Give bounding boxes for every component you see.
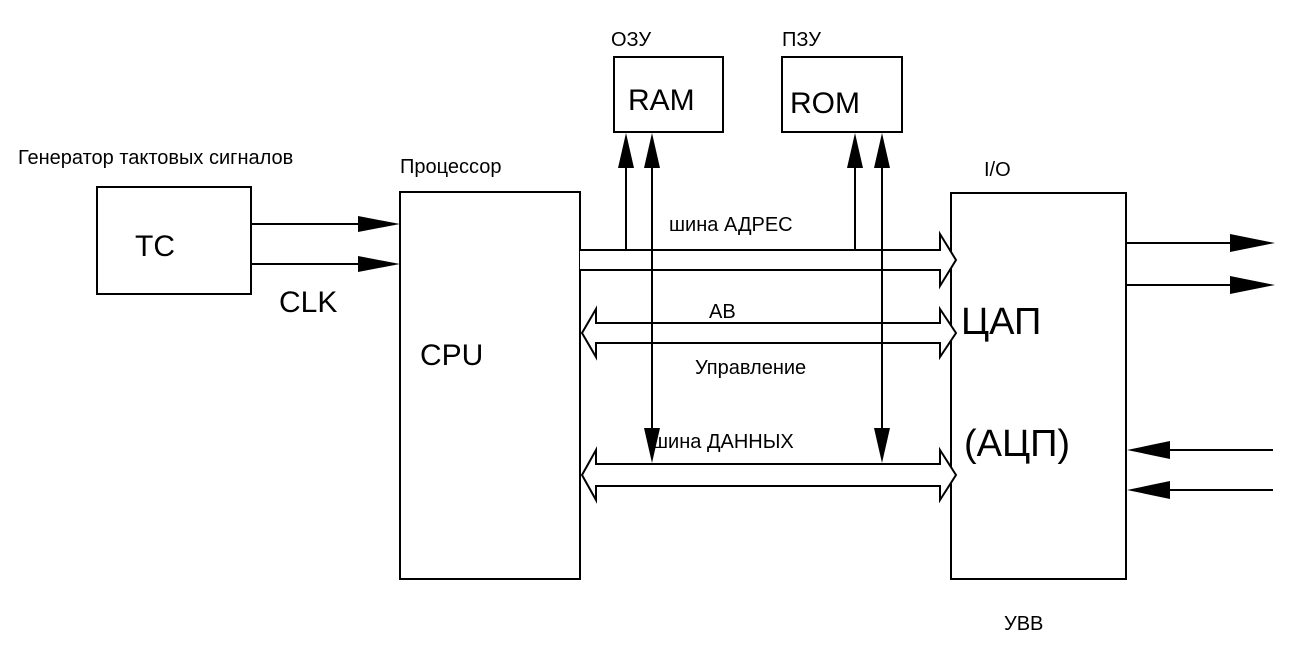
rom-data-line [874,133,890,463]
rom-label: ROM [790,87,860,120]
clock-line-upper [251,216,400,232]
io-input-line-1 [1127,441,1273,459]
ram-data-line [644,133,660,463]
ram-label: RAM [628,84,695,117]
clock-generator-block [96,186,252,295]
io-bottom-caption: УВВ [1004,613,1043,635]
ram-address-line [618,133,634,250]
clock-generator-label: TC [135,230,175,263]
cpu-caption: Процессор [400,156,501,178]
io-label-adc: (АЦП) [964,423,1070,465]
data-bus-arrow [580,446,958,504]
io-caption: I/O [984,159,1011,181]
control-bus-arrow [580,305,958,361]
clock-line-lower [251,256,400,272]
clk-signal-label: CLK [279,286,337,319]
ram-caption: ОЗУ [611,29,651,51]
control-bus-label: Управление [695,357,806,379]
io-label-dac: ЦАП [961,301,1041,343]
ab-bus-label: АВ [709,301,736,323]
io-block [950,192,1127,580]
ram-block [613,56,724,133]
cpu-label: CPU [420,339,483,372]
rom-block [781,56,903,133]
data-bus-label: шина ДАННЫХ [652,431,794,453]
clock-generator-caption: Генератор тактовых сигналов [18,147,293,169]
rom-address-line [847,133,863,250]
rom-caption: ПЗУ [782,29,821,51]
cpu-block [399,191,581,580]
io-input-line-2 [1127,481,1273,499]
address-bus-arrow [580,230,958,290]
io-output-line-1 [1126,234,1275,252]
io-output-line-2 [1126,276,1275,294]
address-bus-label: шина АДРЕС [669,214,793,236]
